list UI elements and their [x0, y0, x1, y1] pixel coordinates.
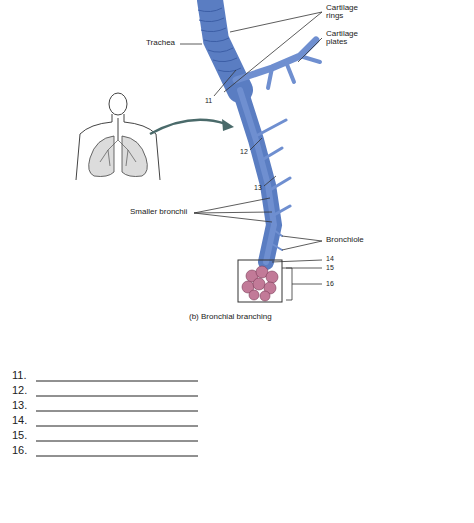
part-label: Smaller bronchii	[130, 208, 187, 216]
part-label: Cartilage plates	[326, 30, 366, 47]
alveoli-box	[238, 260, 282, 302]
answer-lines	[36, 381, 198, 456]
answer-number: 14.	[12, 415, 27, 427]
lung-branches	[100, 140, 136, 166]
callout-number: 13	[254, 184, 262, 191]
answer-number: 13.	[12, 400, 27, 412]
answer-number: 16.	[12, 445, 27, 457]
figure-caption: (b) Bronchial branching	[189, 313, 272, 321]
pointer-arrow	[150, 120, 226, 134]
part-label: Trachea	[146, 39, 175, 47]
callout-number: 16	[326, 280, 334, 287]
lungs	[89, 136, 148, 177]
answer-number: 12.	[12, 385, 27, 397]
part-label: Bronchiole	[326, 236, 364, 244]
callout-number: 12	[240, 148, 248, 155]
answer-number: 15.	[12, 430, 27, 442]
leader-lines	[180, 12, 322, 300]
body-outline	[76, 93, 160, 180]
callout-number: 15	[326, 264, 334, 271]
arrow-head	[222, 119, 234, 131]
cartilage-rings	[198, 8, 241, 72]
callout-number: 11	[205, 97, 212, 104]
callout-number: 14	[326, 255, 334, 262]
alveoli	[242, 266, 278, 301]
answer-number: 11.	[12, 370, 26, 382]
part-label: Cartilage rings	[326, 4, 366, 21]
